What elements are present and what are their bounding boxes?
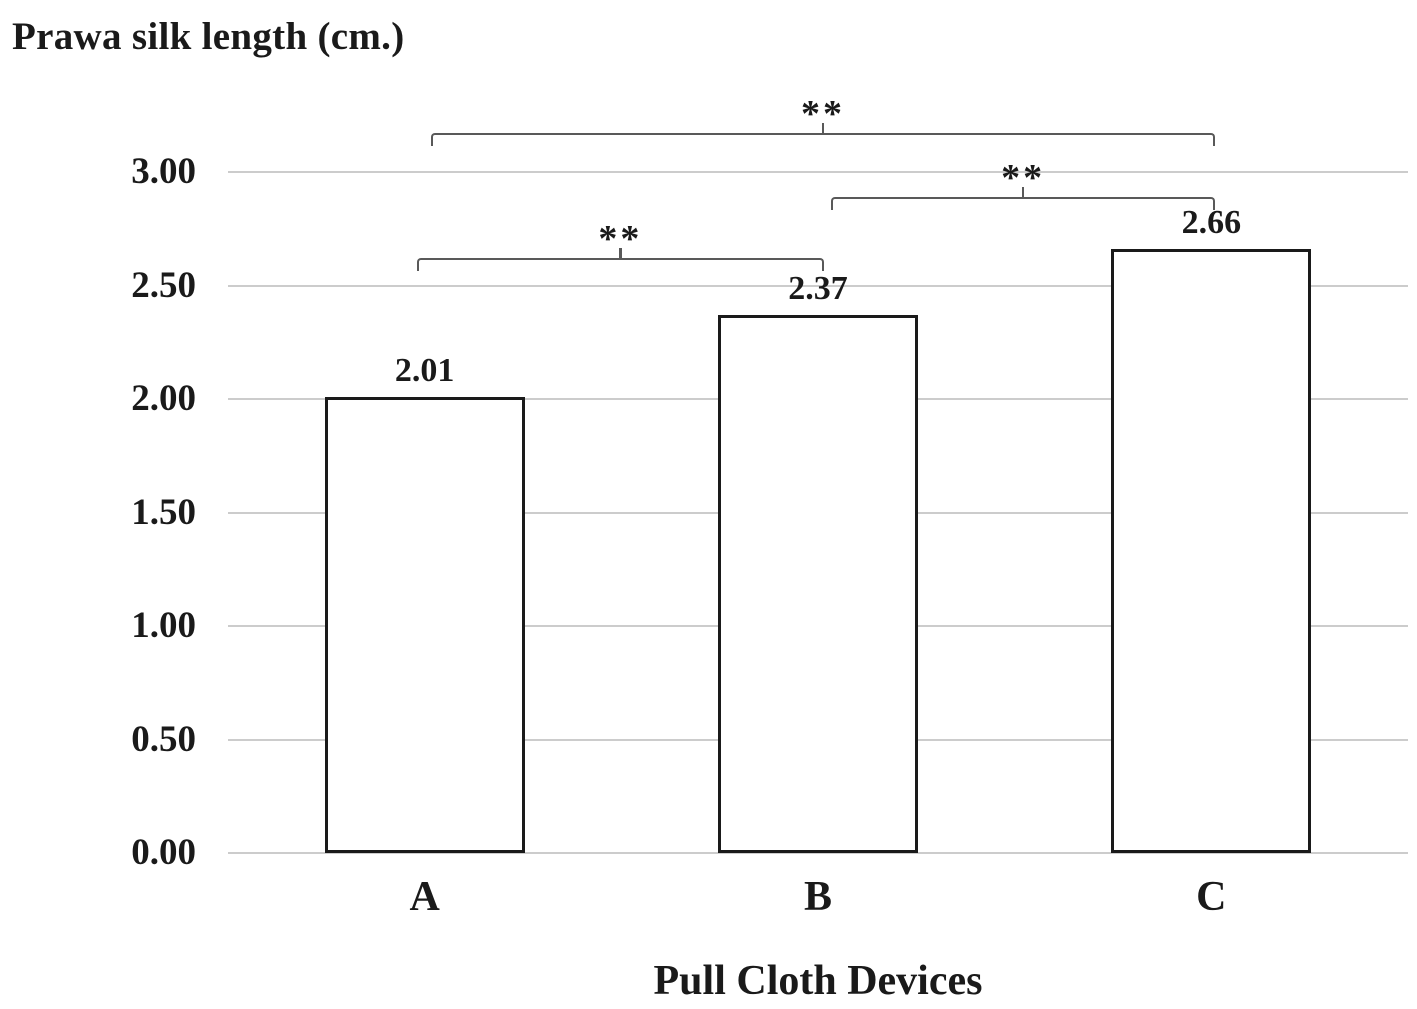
gridline <box>228 171 1408 173</box>
y-tick-label: 1.00 <box>131 605 196 646</box>
y-tick-label: 0.50 <box>131 718 196 760</box>
gridline <box>228 284 1408 287</box>
bar-a <box>324 396 525 853</box>
y-tick-label: 3.00 <box>131 151 196 192</box>
x-axis-title: Pull Cloth Devices <box>653 958 983 1004</box>
significance-bracket-ab: ** <box>416 220 824 272</box>
significance-label: ** <box>800 93 845 136</box>
gridline <box>228 852 1408 854</box>
bar-value-label: 2.01 <box>394 351 455 389</box>
y-tick-label: 1.50 <box>131 491 196 533</box>
significance-label: ** <box>1001 156 1046 199</box>
significance-label: ** <box>598 218 643 261</box>
significance-bracket-ac: ** <box>430 95 1216 147</box>
y-tick-label: 0.00 <box>131 832 196 873</box>
bracket-center-nub <box>821 123 825 136</box>
y-tick-label: 2.00 <box>131 378 196 419</box>
category-label-b: B <box>803 874 832 920</box>
y-tick-label: 2.50 <box>131 264 196 306</box>
category-label-c: C <box>1196 874 1227 920</box>
chart-title: Prawa silk length (cm.) <box>12 15 405 58</box>
bracket-center-nub <box>619 248 622 261</box>
bracket-center-nub <box>1021 186 1025 199</box>
bar-value-label: 2.66 <box>1181 204 1242 242</box>
bar-value-label: 2.37 <box>788 270 848 307</box>
bar-c <box>1111 249 1312 853</box>
bar-b <box>718 315 918 853</box>
significance-bracket-bc: ** <box>831 159 1216 210</box>
category-label-a: A <box>409 874 440 920</box>
